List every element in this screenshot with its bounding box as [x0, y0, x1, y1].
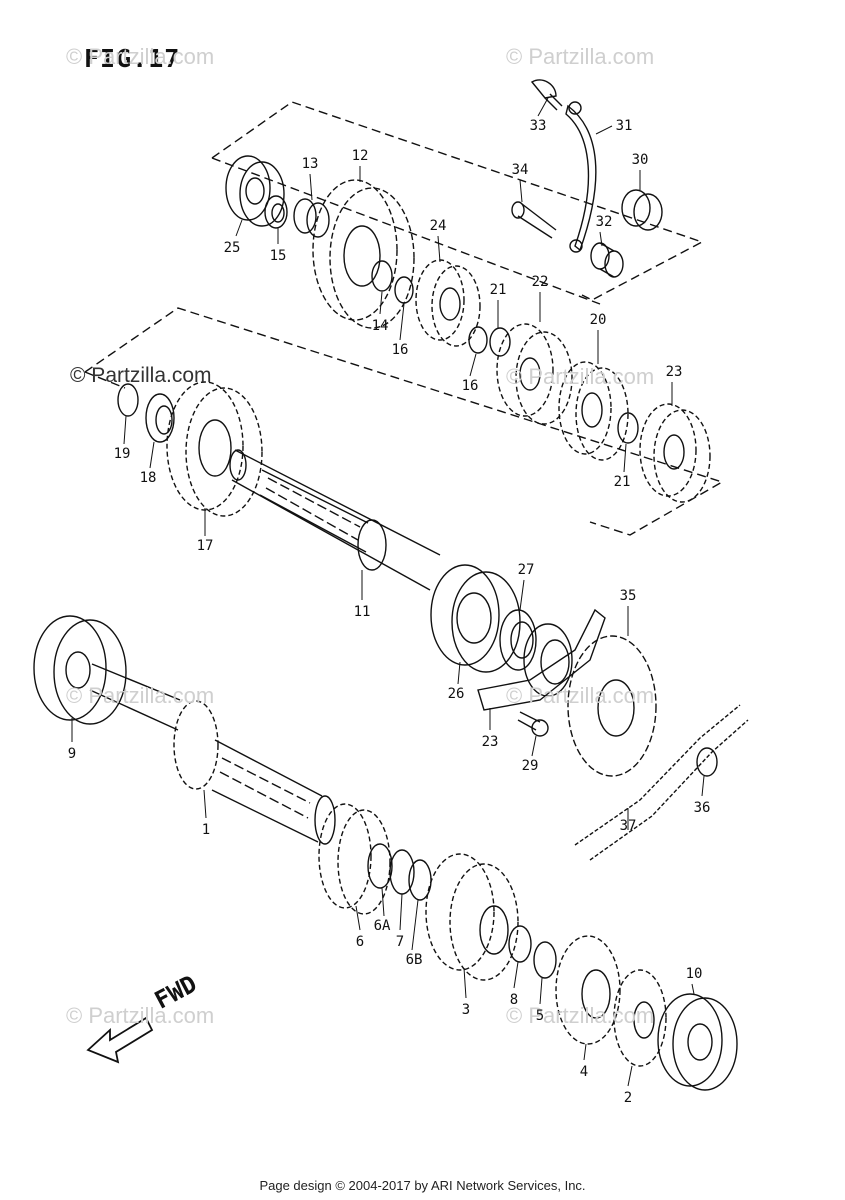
callout-16b: 16	[461, 378, 479, 394]
callout-37: 37	[619, 818, 637, 834]
callout-34: 34	[511, 162, 529, 178]
plate-23b	[477, 608, 606, 711]
upper-group-outline	[211, 101, 704, 301]
callout-6: 6	[355, 934, 365, 950]
callout-23a: 23	[665, 364, 683, 380]
bearing-10	[657, 993, 738, 1091]
callout-2: 2	[623, 1090, 633, 1106]
screw-33	[530, 79, 563, 111]
callout-1: 1	[201, 822, 211, 838]
washer-21a	[489, 327, 511, 357]
bearing-26	[430, 564, 521, 673]
callout-13: 13	[301, 156, 319, 172]
countershaft-11	[229, 449, 441, 591]
callout-10: 10	[685, 966, 703, 982]
washer-15	[264, 195, 288, 229]
watermark: © Partzilla.com	[66, 1003, 215, 1028]
callout-6b: 6B	[405, 952, 423, 968]
callout-4: 4	[579, 1064, 589, 1080]
forward-arrow-icon	[86, 1016, 154, 1064]
circlip-19	[117, 383, 139, 417]
bracket-31	[565, 101, 597, 253]
bearing-25	[225, 155, 285, 227]
spacer-32	[590, 242, 624, 278]
callout-24: 24	[429, 218, 447, 234]
countershaft-group-outline-left	[84, 371, 126, 389]
bushing-13	[293, 198, 330, 238]
callout-15: 15	[269, 248, 287, 264]
callout-25: 25	[223, 240, 241, 256]
callout-17: 17	[196, 538, 214, 554]
bearing-9	[33, 615, 127, 725]
gear-4	[555, 935, 621, 1045]
gear-12	[312, 179, 415, 329]
watermark: © Partzilla.com	[66, 683, 215, 708]
callout-21a: 21	[489, 282, 507, 298]
roller-30	[621, 189, 663, 231]
washer-18	[145, 393, 175, 443]
screw-34	[511, 201, 557, 239]
circlip-16a	[394, 276, 414, 304]
circlip-5	[533, 941, 557, 979]
countershaft-group-outline	[84, 307, 724, 536]
seal-27	[499, 609, 537, 671]
gear-2	[613, 969, 667, 1067]
callout-7: 7	[395, 934, 405, 950]
callout-11: 11	[353, 604, 371, 620]
clip-36	[696, 747, 718, 777]
callout-3: 3	[461, 1002, 471, 1018]
watermark: © Partzilla.com	[506, 683, 655, 708]
sprocket-35	[567, 635, 657, 777]
gear-20	[558, 361, 629, 461]
callout-31: 31	[615, 118, 633, 134]
callout-6a: 6A	[373, 918, 391, 934]
washer-8	[508, 925, 532, 963]
mainshaft-1	[89, 663, 336, 845]
callout-36: 36	[693, 800, 711, 816]
callout-32: 32	[595, 214, 613, 230]
callout-14: 14	[371, 318, 389, 334]
washer-14	[371, 260, 393, 292]
watermark: © Partzilla.com	[66, 44, 215, 69]
callout-20: 20	[589, 312, 607, 328]
callout-9: 9	[67, 746, 77, 762]
callout-26: 26	[447, 686, 465, 702]
page-footer: Page design © 2004-2017 by ARI Network S…	[259, 1178, 586, 1193]
figure-title: FIG.17	[84, 44, 181, 73]
callout-35: 35	[619, 588, 637, 604]
callout-18: 18	[139, 470, 157, 486]
callout-33: 33	[529, 118, 547, 134]
bolt-29	[517, 711, 549, 737]
callout-22: 22	[531, 274, 549, 290]
gear-6	[318, 803, 391, 915]
callout-23b: 23	[481, 734, 499, 750]
circlip-16b	[468, 326, 488, 354]
gear-17	[166, 381, 263, 517]
callout-5: 5	[535, 1008, 545, 1024]
watermark: © Partzilla.com	[506, 364, 655, 389]
gear-22	[496, 323, 573, 425]
callout-29: 29	[521, 758, 539, 774]
chain-37	[574, 704, 749, 861]
gear-3	[425, 853, 519, 981]
callout-19: 19	[113, 446, 131, 462]
gear-23a	[639, 403, 711, 503]
callout-30: 30	[631, 152, 649, 168]
callout-27: 27	[517, 562, 535, 578]
watermark: © Partzilla.com	[506, 44, 655, 69]
callout-21b: 21	[613, 474, 631, 490]
callout-16a: 16	[391, 342, 409, 358]
watermark: © Partzilla.com	[506, 1003, 655, 1028]
callout-12: 12	[351, 148, 369, 164]
watermark: © Partzilla.com	[70, 364, 212, 387]
ring-plate	[523, 623, 573, 697]
washer-21b	[617, 412, 639, 444]
callout-8: 8	[509, 992, 519, 1008]
washer-6a	[367, 843, 393, 889]
